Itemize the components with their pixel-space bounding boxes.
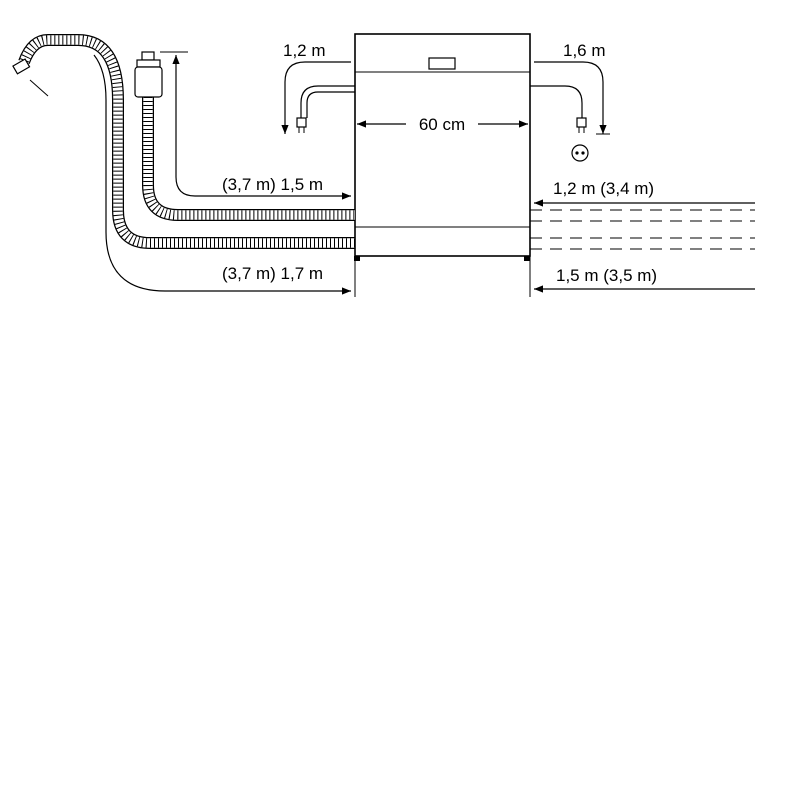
drain-hose-left-label: (3,7 m) 1,5 m — [222, 175, 323, 194]
siphon-connector-icon — [134, 51, 163, 98]
corrugated-hose-icon — [18, 34, 355, 249]
width-dimension: 60 cm — [357, 115, 528, 134]
power-cord-left: 1,2 m — [281, 41, 355, 134]
foot-right — [524, 256, 530, 261]
power-cord-left-label: 1,2 m — [283, 41, 326, 60]
drain-hose-right-label: 1,2 m (3,4 m) — [553, 179, 654, 198]
dishwasher-outline — [354, 33, 531, 261]
drain-hose-left-dimension: (3,7 m) 1,5 m — [160, 51, 351, 200]
foot-left — [354, 256, 360, 261]
inlet-hose-right-label: 1,5 m (3,5 m) — [556, 266, 657, 285]
power-cord-right: 1,6 m — [530, 41, 610, 162]
width-label: 60 cm — [419, 115, 465, 134]
corrugated-hose-icon — [142, 97, 355, 221]
power-cord-right-label: 1,6 m — [563, 41, 606, 60]
inlet-hose-left-dimension: (3,7 m) 1,7 m — [93, 54, 356, 297]
power-plug-icon — [296, 117, 307, 133]
right-hose-routing: 1,2 m (3,4 m) 1,5 m (3,5 m) — [529, 179, 755, 297]
tap-connector-icon — [12, 58, 49, 97]
power-plug-icon — [576, 117, 587, 133]
power-socket-icon — [571, 144, 589, 162]
inlet-hose-left-label: (3,7 m) 1,7 m — [222, 264, 323, 283]
control-panel-display — [428, 57, 456, 70]
